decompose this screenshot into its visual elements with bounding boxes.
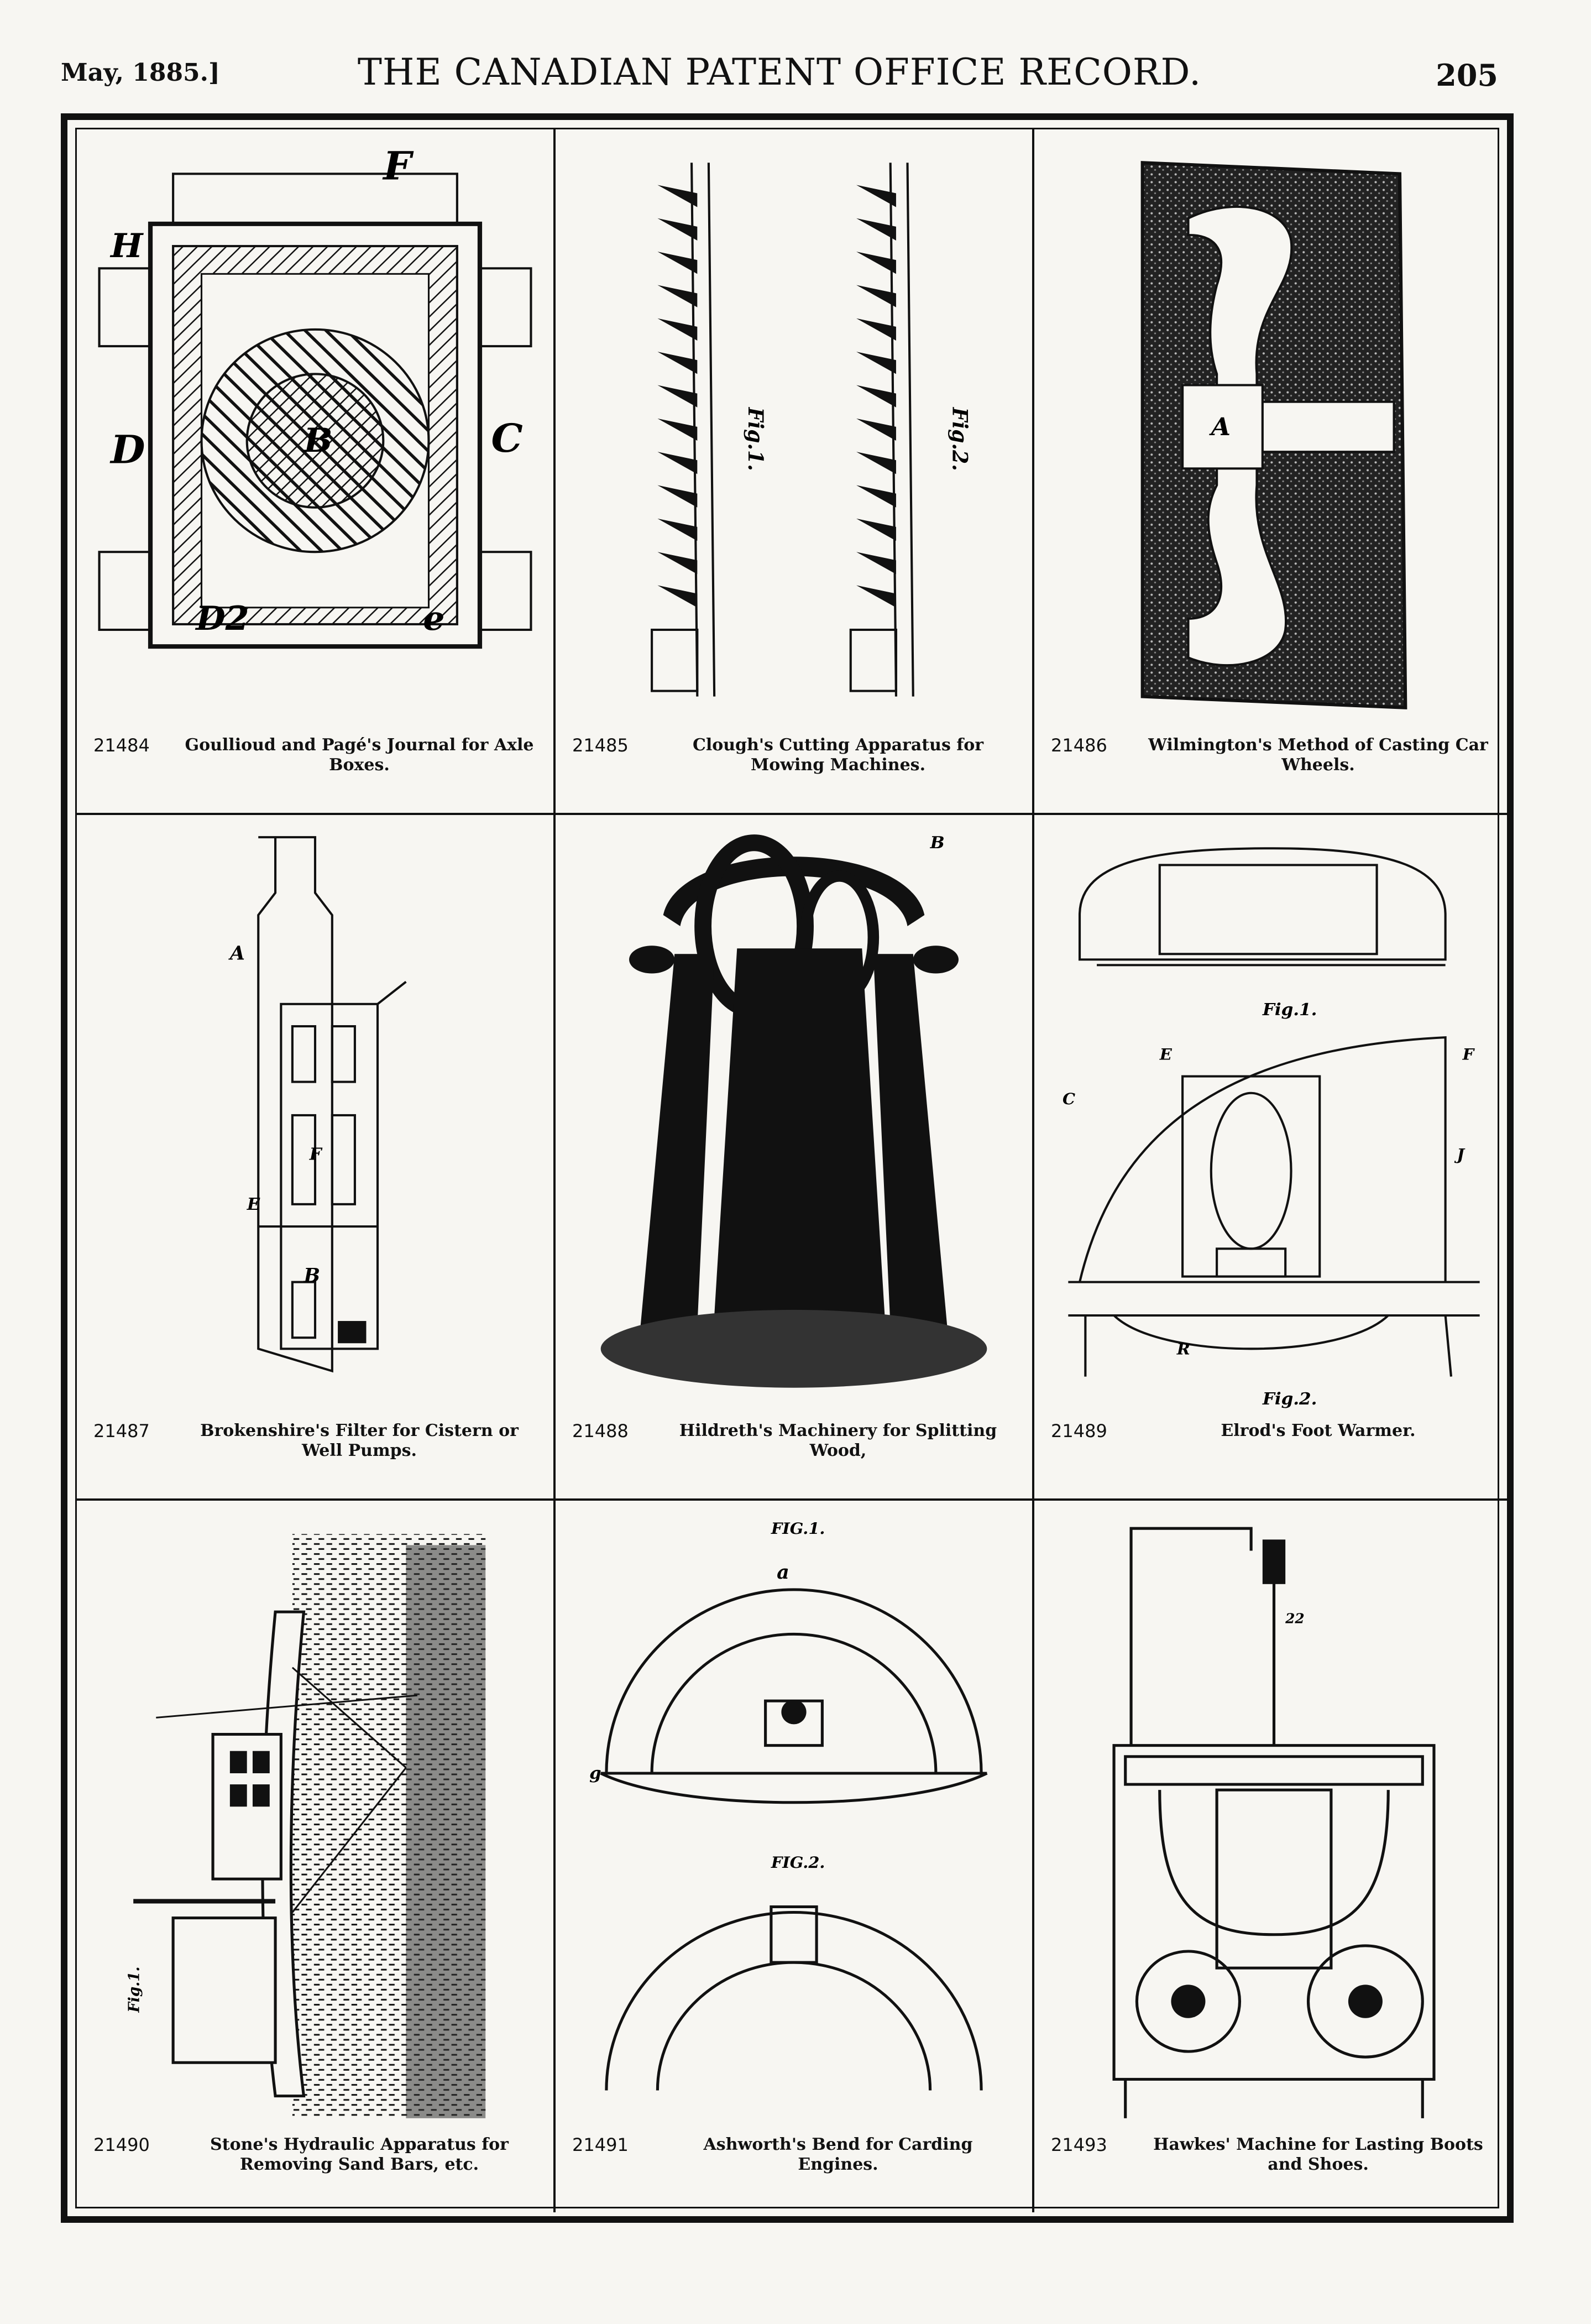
patent-grid: F H D C D2 e B 21484 Goullioud and Pagé'… (75, 128, 1514, 2212)
label-C: C (491, 415, 523, 461)
patent-title: Stone's Hydraulic Apparatus for Removing… (210, 2135, 509, 2174)
label-R: R (1176, 1340, 1190, 1359)
patent-caption: 21488 Hildreth's Machinery for Splitting… (572, 1421, 1016, 1487)
label-fig1: Fig.1. (1262, 1000, 1317, 1020)
label-B: B (930, 833, 945, 853)
patent-number: 21486 (1051, 735, 1107, 756)
patent-cell-21489: Fig.1. Fig.2. E F J C R 21489 Elrod's Fo… (1034, 815, 1514, 1501)
label-fig1: Fig.1. (125, 1966, 143, 2013)
patent-number: 21485 (572, 735, 629, 756)
patent-number: 21490 (93, 2134, 150, 2155)
patent-number: 21487 (93, 1420, 150, 1442)
patent-cell-21488: B C 21488 Hildreth's Machinery for Split… (556, 815, 1034, 1501)
patent-caption: 21491 Ashworth's Bend for Carding Engine… (572, 2135, 1016, 2201)
label-fig2: Fig.2. (948, 407, 972, 471)
label-fig2: Fig.2. (1262, 1389, 1317, 1409)
label-D2: D2 (195, 599, 249, 638)
page-number: 205 (1436, 58, 1498, 93)
label-C: C (1063, 1089, 1075, 1108)
patent-title: Hawkes' Machine for Lasting Boots and Sh… (1153, 2135, 1483, 2174)
label-E: E (1159, 1045, 1173, 1064)
patent-number: 21488 (572, 1420, 629, 1442)
patent-number: 21493 (1051, 2134, 1107, 2155)
label-A: A (1209, 412, 1231, 441)
patent-caption: 21487 Brokenshire's Filter for Cistern o… (93, 1421, 537, 1487)
label-e: e (423, 599, 444, 638)
label-22: 22 (1285, 1611, 1305, 1627)
label-g: g (589, 1763, 601, 1783)
patent-caption: 21484 Goullioud and Pagé's Journal for A… (93, 735, 537, 802)
label-H: H (109, 227, 144, 265)
label-B: B (302, 421, 332, 460)
patent-title: Ashworth's Bend for Carding Engines. (703, 2135, 973, 2174)
cutter-bar-drawing: Fig.1. Fig.2. (567, 140, 1021, 730)
patent-cell-21491: FIG.1. FIG.2. a g 21491 Ashworth's Bend … (556, 1501, 1034, 2212)
label-F: F (382, 143, 414, 189)
patent-cell-21485: Fig.1. Fig.2. 21485 Clough's Cutting App… (556, 129, 1034, 815)
foot-warmer-drawing: Fig.1. Fig.2. E F J C R (1045, 826, 1503, 1416)
label-F: F (309, 1145, 323, 1164)
patent-cell-21484: F H D C D2 e B 21484 Goullioud and Pagé'… (77, 129, 556, 815)
patent-plate-frame: F H D C D2 e B 21484 Goullioud and Pagé'… (61, 113, 1514, 2223)
patent-caption: 21489 Elrod's Foot Warmer. (1051, 1421, 1497, 1487)
page-header: May, 1885.] THE CANADIAN PATENT OFFICE R… (61, 51, 1498, 112)
label-fig1: Fig.1. (744, 407, 767, 471)
journal-box-drawing: F H D C D2 e B (88, 140, 542, 730)
patent-cell-21490: Fig.1. 21490 Stone's Hydraulic Apparatus… (77, 1501, 556, 2212)
label-fig1: FIG.1. (771, 1519, 825, 1538)
label-J: J (1454, 1145, 1466, 1164)
patent-title: Elrod's Foot Warmer. (1221, 1421, 1416, 1440)
label-D: D (109, 426, 145, 472)
lasting-machine-drawing: 22 (1045, 1512, 1503, 2129)
patent-caption: 21490 Stone's Hydraulic Apparatus for Re… (93, 2135, 537, 2201)
patent-title: Wilmington's Method of Casting Car Wheel… (1148, 735, 1488, 775)
dredge-boat-drawing: Fig.1. (88, 1512, 542, 2129)
patent-title: Clough's Cutting Apparatus for Mowing Ma… (692, 735, 984, 775)
patent-caption: 21493 Hawkes' Machine for Lasting Boots … (1051, 2135, 1497, 2201)
car-wheel-mould-drawing: A (1045, 140, 1503, 730)
patent-cell-21487: A B E F 21487 Brokenshire's Filter for C… (77, 815, 556, 1501)
filter-drawing: A B E F (88, 826, 542, 1416)
patent-caption: 21485 Clough's Cutting Apparatus for Mow… (572, 735, 1016, 802)
patent-number: 21489 (1051, 1420, 1107, 1442)
carding-bend-drawing: FIG.1. FIG.2. a g (567, 1512, 1021, 2129)
issue-date: May, 1885.] (61, 59, 220, 87)
patent-title: Goullioud and Pagé's Journal for Axle Bo… (185, 735, 534, 775)
label-A: A (228, 943, 245, 965)
patent-cell-21493: 22 21493 Hawkes' Machine for Lasting Boo… (1034, 1501, 1514, 2212)
label-a: a (777, 1561, 789, 1584)
label-C: C (731, 904, 747, 926)
patent-number: 21484 (93, 735, 150, 756)
patent-caption: 21486 Wilmington's Method of Casting Car… (1051, 735, 1497, 802)
patent-title: Hildreth's Machinery for Splitting Wood, (679, 1421, 997, 1460)
wood-splitter-drawing: B C (567, 826, 1021, 1416)
label-E: E (247, 1194, 260, 1214)
patent-title: Brokenshire's Filter for Cistern or Well… (200, 1421, 519, 1460)
publication-title: THE CANADIAN PATENT OFFICE RECORD. (357, 51, 1202, 93)
label-fig2: FIG.2. (771, 1853, 825, 1872)
patent-cell-21486: A 21486 Wilmington's Method of Casting C… (1034, 129, 1514, 815)
label-B: B (303, 1265, 320, 1287)
patent-number: 21491 (572, 2134, 629, 2155)
label-F: F (1462, 1045, 1475, 1064)
